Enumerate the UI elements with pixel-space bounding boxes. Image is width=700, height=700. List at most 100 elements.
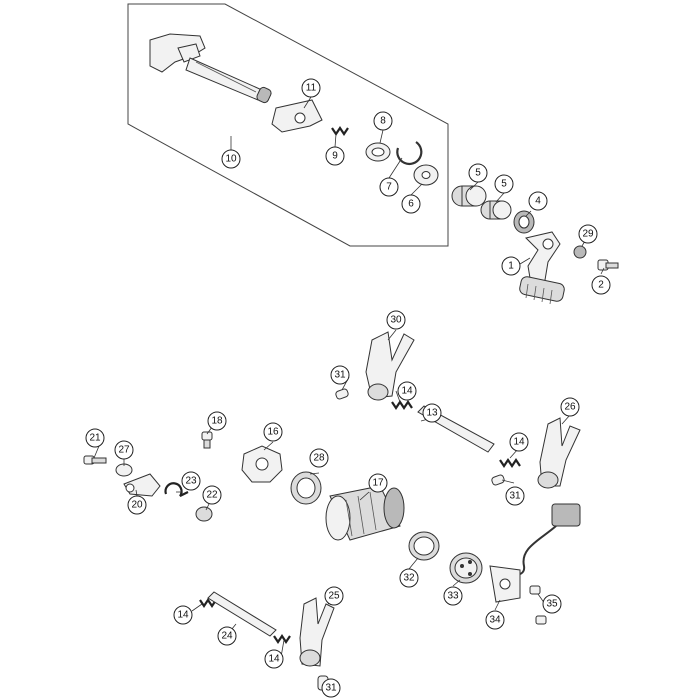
svg-text:31: 31: [325, 683, 337, 694]
fork-spring-lower-right: [273, 634, 291, 644]
callout-8: 8: [373, 111, 393, 131]
svg-text:1: 1: [508, 261, 514, 272]
callout-31b: 31: [505, 486, 525, 506]
svg-text:22: 22: [206, 490, 218, 501]
svg-text:31: 31: [509, 491, 521, 502]
callout-28: 28: [309, 448, 329, 468]
svg-text:35: 35: [546, 599, 558, 610]
callout-14a: 14: [397, 381, 417, 401]
callout-4: 4: [528, 191, 548, 211]
subassembly-outline: [127, 3, 449, 247]
callout-32: 32: [399, 568, 419, 588]
svg-text:17: 17: [372, 478, 384, 489]
detent-screw: [201, 431, 213, 449]
callout-30: 30: [386, 310, 406, 330]
callout-34: 34: [485, 610, 505, 630]
svg-text:14: 14: [513, 437, 525, 448]
shift-drum: [325, 485, 405, 541]
svg-text:24: 24: [221, 631, 233, 642]
drum-bearing: [290, 471, 322, 505]
gear-position-sensor: [489, 503, 581, 603]
fork-spring-upper: [391, 400, 413, 410]
callout-33: 33: [443, 586, 463, 606]
callout-6: 6: [401, 194, 421, 214]
svg-text:26: 26: [564, 402, 576, 413]
svg-text:30: 30: [390, 315, 402, 326]
lever-bolt: [597, 259, 619, 271]
fork-spring-right: [499, 458, 521, 468]
callout-31c: 31: [321, 678, 341, 698]
svg-text:14: 14: [177, 610, 189, 621]
guide-pin-upper: [335, 388, 349, 400]
svg-text:5: 5: [501, 179, 507, 190]
callout-29: 29: [578, 224, 598, 244]
svg-text:34: 34: [489, 615, 501, 626]
leader-lines: [93, 96, 605, 687]
seal-ring: [513, 210, 535, 234]
svg-text:10: 10: [225, 154, 237, 165]
callout-5b: 5: [494, 174, 514, 194]
washer: [413, 164, 439, 186]
callout-27: 26: [560, 397, 580, 417]
callout-11: 11: [301, 78, 321, 98]
shift-lever: [519, 231, 565, 305]
callout-20: 20: [127, 495, 147, 515]
shift-plate: [271, 99, 323, 133]
pivot-bolt: [83, 455, 107, 465]
bearing-ring: [408, 531, 440, 561]
callout-31a: 31: [330, 365, 350, 385]
drum-cam: [449, 552, 483, 584]
svg-text:25: 25: [328, 591, 340, 602]
shift-drum-locator: [241, 445, 283, 483]
lower-fork-shaft: [207, 591, 277, 637]
callout-13: 13: [422, 403, 442, 423]
svg-text:29: 29: [582, 229, 594, 240]
svg-text:31: 31: [334, 370, 346, 381]
svg-text:14: 14: [401, 386, 413, 397]
svg-text:6: 6: [408, 199, 414, 210]
svg-text:7: 7: [386, 182, 392, 193]
callout-17: 17: [368, 473, 388, 493]
callout-14d: 14: [264, 649, 284, 669]
callout-16: 16: [263, 422, 283, 442]
callout-26: 27: [114, 440, 134, 460]
fork-spring-lower-left: [199, 598, 217, 608]
svg-text:8: 8: [380, 116, 386, 127]
callout-14b: 14: [509, 432, 529, 452]
circlip: [396, 141, 423, 166]
callout-5a: 5: [468, 163, 488, 183]
callout-14c: 14: [173, 605, 193, 625]
svg-text:14: 14: [268, 654, 280, 665]
callout-2: 2: [591, 275, 611, 295]
bushings: [451, 185, 512, 220]
callout-1: 1: [501, 256, 521, 276]
svg-text:16: 16: [267, 427, 279, 438]
svg-text:18: 18: [211, 416, 223, 427]
callout-9: 9: [325, 146, 345, 166]
sensor-screws: [529, 585, 547, 625]
svg-text:2: 2: [598, 280, 604, 291]
svg-text:4: 4: [535, 196, 541, 207]
svg-text:21: 21: [89, 433, 101, 444]
callout-35: 35: [542, 594, 562, 614]
small-spring: [331, 126, 349, 136]
callout-10: 10: [221, 149, 241, 169]
shift-shaft: [149, 33, 272, 104]
lever-spring: [164, 482, 189, 497]
shift-clip: [365, 142, 391, 162]
svg-text:11: 11: [306, 83, 317, 94]
svg-text:23: 23: [185, 476, 197, 487]
callout-18: 18: [207, 411, 227, 431]
svg-text:13: 13: [426, 408, 438, 419]
callout-25: 25: [324, 586, 344, 606]
svg-text:32: 32: [403, 573, 415, 584]
svg-text:5: 5: [475, 168, 481, 179]
callout-23: 23: [181, 471, 201, 491]
sleeve: [195, 506, 213, 522]
svg-text:20: 20: [131, 500, 143, 511]
callout-24: 24: [217, 626, 237, 646]
svg-text:27: 27: [118, 445, 130, 456]
callout-7: 7: [379, 177, 399, 197]
